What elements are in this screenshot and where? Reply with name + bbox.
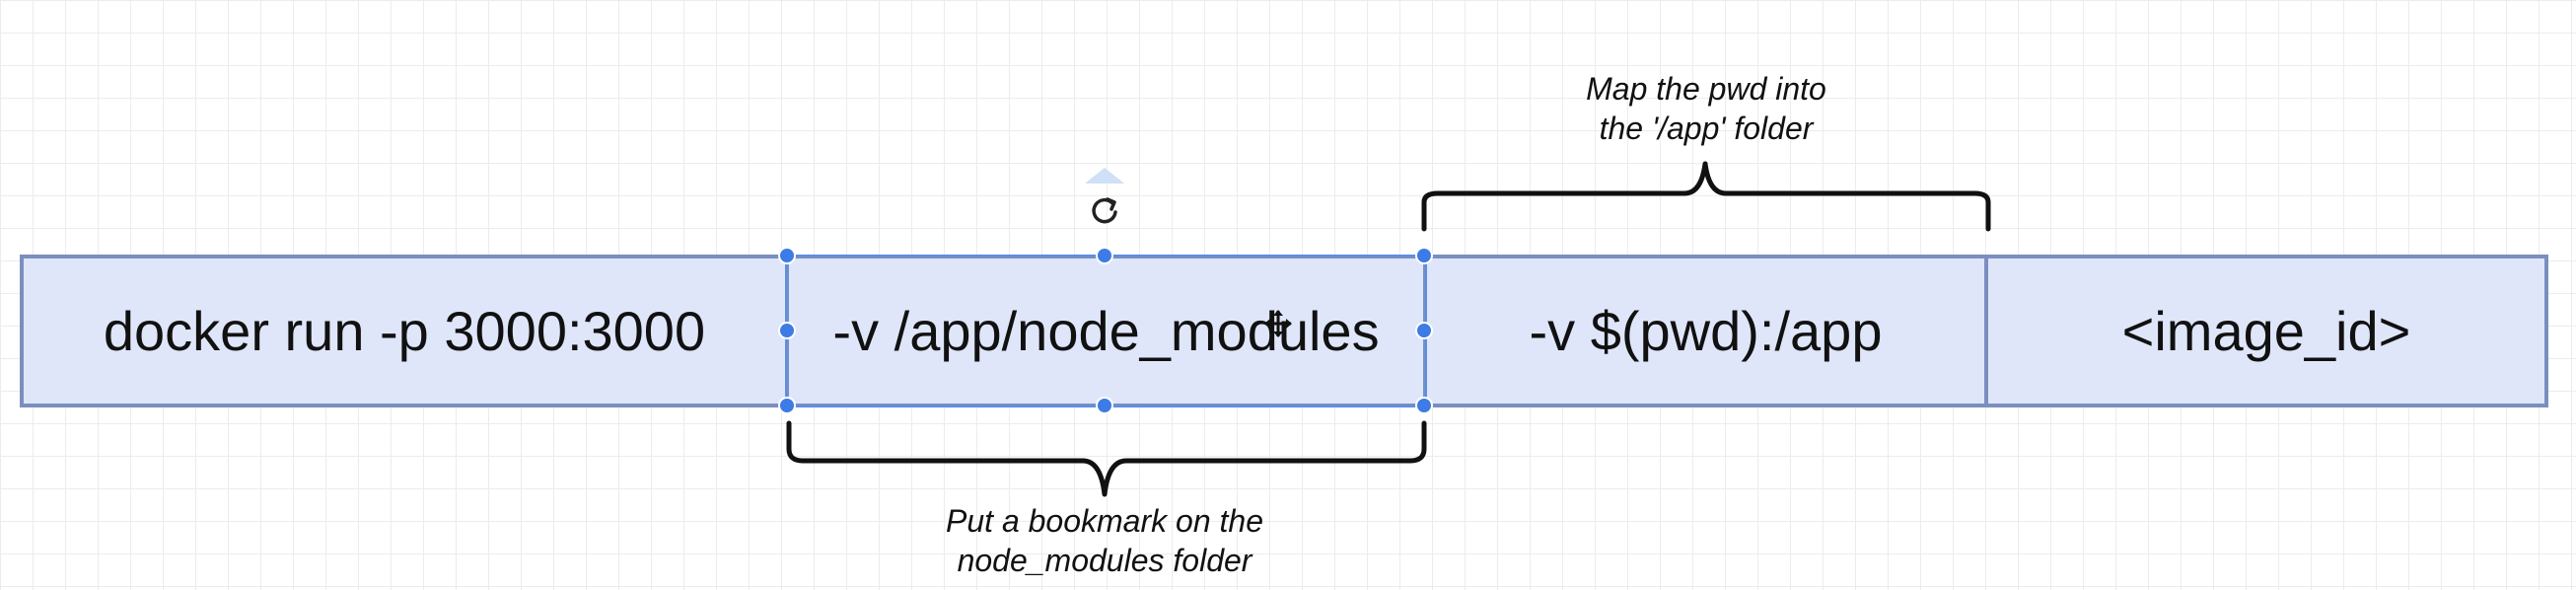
command-segment-label: -v /app/node_modules bbox=[832, 300, 1380, 362]
command-segment-image-id[interactable]: <image_id> bbox=[1984, 255, 2548, 407]
resize-handle-middle-right[interactable] bbox=[1415, 322, 1433, 339]
command-segment-label: docker run -p 3000:3000 bbox=[103, 300, 706, 362]
bottom-annotation-line-2: node_modules folder bbox=[957, 543, 1252, 578]
command-segment-label: -v $(pwd):/app bbox=[1529, 300, 1883, 362]
resize-handle-middle-left[interactable] bbox=[778, 322, 796, 339]
up-arrow-icon[interactable] bbox=[1085, 168, 1124, 184]
resize-handle-top-right[interactable] bbox=[1415, 247, 1433, 264]
move-cursor-icon bbox=[1264, 310, 1292, 337]
top-annotation-line-1: Map the pwd into bbox=[1586, 71, 1826, 107]
bottom-annotation-line-1: Put a bookmark on the bbox=[946, 503, 1263, 539]
rotate-icon[interactable] bbox=[1087, 192, 1122, 228]
top-annotation-line-2: the '/app' folder bbox=[1599, 111, 1814, 146]
command-segment-label: <image_id> bbox=[2121, 300, 2411, 362]
command-segment-pwd-volume[interactable]: -v $(pwd):/app bbox=[1423, 255, 1988, 407]
top-brace[interactable] bbox=[1420, 158, 1992, 232]
resize-handle-bottom-left[interactable] bbox=[778, 397, 796, 414]
command-segment-node-modules-volume[interactable]: -v /app/node_modules bbox=[785, 255, 1427, 407]
bottom-brace[interactable] bbox=[785, 419, 1428, 498]
top-annotation[interactable]: Map the pwd into the '/app' folder bbox=[1484, 69, 1928, 148]
resize-handle-top-left[interactable] bbox=[778, 247, 796, 264]
command-segment-docker-run[interactable]: docker run -p 3000:3000 bbox=[20, 255, 789, 407]
resize-handle-bottom-center[interactable] bbox=[1096, 397, 1113, 414]
bottom-annotation[interactable]: Put a bookmark on the node_modules folde… bbox=[858, 501, 1351, 580]
resize-handle-bottom-right[interactable] bbox=[1415, 397, 1433, 414]
resize-handle-top-center[interactable] bbox=[1096, 247, 1113, 264]
